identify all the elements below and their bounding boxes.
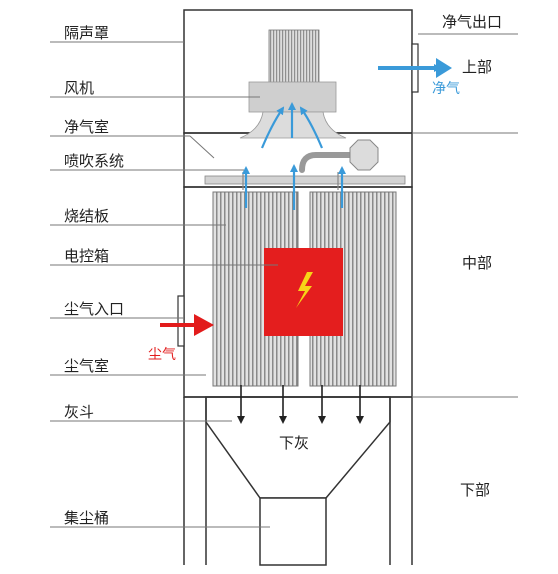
label-fan: 风机 <box>64 79 94 97</box>
dust-inlet-flange <box>177 295 185 347</box>
dust-bucket-shape <box>259 497 327 566</box>
pulse-jet-pipe <box>299 152 353 173</box>
lightning-bolt-icon <box>296 272 313 308</box>
clean-air-flow <box>242 102 346 210</box>
label-ash-hopper: 灰斗 <box>64 403 94 421</box>
label-control-box: 电控箱 <box>64 247 109 265</box>
label-clean-air-outlet: 净气出口 <box>442 13 502 31</box>
label-dust-chamber: 尘气室 <box>64 357 109 375</box>
label-dusty-air: 尘气 <box>148 347 176 363</box>
label-upper-section: 上部 <box>462 58 492 76</box>
fan-flow-arrow-right <box>299 106 324 149</box>
pulse-jet-system <box>204 139 406 190</box>
tube-sheet <box>204 175 406 185</box>
label-middle-section: 中部 <box>462 254 492 272</box>
label-lower-section: 下部 <box>460 481 490 499</box>
label-dust-bucket: 集尘桶 <box>64 509 109 527</box>
label-ash-discharge: 下灰 <box>279 434 309 452</box>
sintered-plate-right <box>309 191 397 387</box>
label-clean-air: 净气 <box>432 81 460 97</box>
label-sintered-plate: 烧结板 <box>64 207 109 225</box>
section-dividers <box>412 33 518 398</box>
ash-discharge-arrows <box>237 385 364 424</box>
clean-air-outlet-arrowhead <box>436 58 452 78</box>
dust-inlet-arrowhead <box>194 314 214 336</box>
control-box <box>264 248 343 336</box>
fan-motor-pleats <box>268 29 320 87</box>
fan-flow-arrow-left <box>260 106 285 149</box>
leader-clean-air-chamber-diag <box>189 135 215 159</box>
label-pulse-jet-system: 喷吹系统 <box>64 152 124 170</box>
label-dust-inlet: 尘气入口 <box>64 300 124 318</box>
label-soundproof-cover: 隔声罩 <box>64 24 109 42</box>
housing <box>183 9 413 566</box>
label-clean-air-chamber: 净气室 <box>64 118 109 136</box>
leader-lines <box>50 41 278 528</box>
pulse-valve <box>349 139 379 171</box>
